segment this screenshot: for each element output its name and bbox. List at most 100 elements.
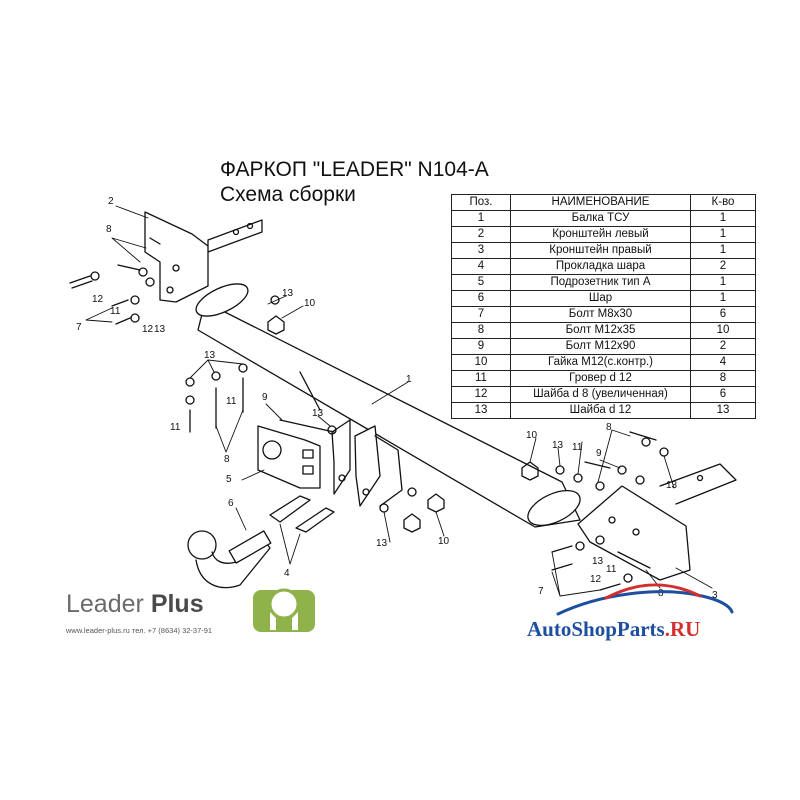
row-quantity: 6: [690, 306, 756, 323]
row-quantity: 13: [690, 402, 756, 419]
row-name: Прокладка шара: [510, 258, 691, 275]
callout-4: 4: [284, 568, 290, 579]
row-name: Болт М12х35: [510, 322, 691, 339]
row-name: Шайба d 8 (увеличенная): [510, 386, 691, 403]
right-bracket: [577, 463, 737, 581]
row-position: 7: [451, 306, 511, 323]
callout-8b: 8: [224, 454, 230, 465]
callout-8c: 8: [606, 422, 612, 433]
mounting-plates: [331, 419, 403, 507]
row-position: 8: [451, 322, 511, 339]
callout-13d: 13: [312, 408, 324, 419]
row-position: 10: [451, 354, 511, 371]
watermark: AutoShopParts.RU: [527, 617, 700, 642]
brand-contact: www.leader-plus.ru тел. +7 (8634) 32-37-…: [66, 626, 213, 635]
brand-first-word: Leader: [66, 590, 144, 618]
row-name: Подрозетник тип А: [510, 274, 691, 291]
row-quantity: 8: [690, 370, 756, 387]
callout-13f: 13: [552, 440, 564, 451]
row-name: Шар: [510, 290, 691, 307]
watermark-car-icon: [556, 583, 734, 616]
row-position: 3: [451, 242, 511, 259]
row-position: 11: [451, 370, 511, 387]
row-name: Кронштейн правый: [510, 242, 691, 259]
callout-11c: 11: [170, 422, 181, 433]
callout-13g: 13: [666, 480, 678, 491]
brand-logo-text: Leader Plus: [66, 590, 204, 618]
callout-9b: 9: [596, 448, 602, 459]
callout-7: 7: [76, 322, 82, 333]
watermark-main: AutoShopParts: [527, 617, 665, 641]
parts-table-header: Поз. НАИМЕНОВАНИЕ К-во: [451, 194, 756, 211]
row-name: Гайка М12(с.контр.): [510, 354, 691, 371]
callout-6: 6: [228, 498, 234, 509]
row-quantity: 6: [690, 386, 756, 403]
ball-spacers: [269, 495, 335, 533]
row-position: 13: [451, 402, 511, 419]
callout-11e: 11: [606, 564, 617, 575]
callout-numbers: 1 2 3 4 5 6 7 7 8 8 8 8 9 9 10 10 10 11 …: [76, 196, 718, 601]
row-name: Балка ТСУ: [510, 210, 691, 227]
callout-12c: 12: [590, 574, 602, 585]
row-quantity: 2: [690, 258, 756, 275]
row-quantity: 1: [690, 274, 756, 291]
brand-second-word: Plus: [150, 590, 204, 618]
row-quantity: 1: [690, 290, 756, 307]
row-name: Болт М8х30: [510, 306, 691, 323]
socket-bracket: [257, 425, 321, 489]
callout-9: 9: [262, 392, 268, 403]
row-quantity: 2: [690, 338, 756, 355]
callout-13b: 13: [154, 324, 166, 335]
callout-10b: 10: [526, 430, 538, 441]
row-quantity: 10: [690, 322, 756, 339]
row-name: Гровер d 12: [510, 370, 691, 387]
tow-beam: [195, 283, 581, 528]
callout-7b: 7: [538, 586, 544, 597]
diagram-subtitle: Схема сборки: [220, 183, 356, 206]
row-position: 12: [451, 386, 511, 403]
tow-ball: [187, 530, 272, 589]
row-position: 2: [451, 226, 511, 243]
row-position: 9: [451, 338, 511, 355]
callout-1: 1: [406, 374, 412, 385]
callout-10c: 10: [438, 536, 450, 547]
row-position: 4: [451, 258, 511, 275]
row-quantity: 1: [690, 226, 756, 243]
callout-3: 3: [712, 590, 718, 601]
leader-lines: [85, 205, 713, 597]
row-quantity: 4: [690, 354, 756, 371]
callout-2: 2: [108, 196, 114, 207]
callout-12b: 12: [142, 324, 154, 335]
callout-11b: 11: [226, 396, 237, 407]
row-position: 5: [451, 274, 511, 291]
callout-11d: 11: [572, 442, 583, 453]
row-quantity: 1: [690, 210, 756, 227]
row-name: Шайба d 12: [510, 402, 691, 419]
row-name: Кронштейн левый: [510, 226, 691, 243]
callout-13e: 13: [376, 538, 388, 549]
diagram-title: ФАРКОП "LEADER" N104-A: [220, 158, 489, 181]
row-name: Болт М12х90: [510, 338, 691, 355]
watermark-suffix: .RU: [664, 617, 701, 641]
callout-10: 10: [304, 298, 316, 309]
column-position: Поз.: [451, 194, 511, 211]
callout-13h: 13: [592, 556, 604, 567]
callout-8: 8: [106, 224, 112, 235]
leader-plus-logo-mark: [253, 588, 315, 632]
row-quantity: 1: [690, 242, 756, 259]
callout-11: 11: [110, 306, 121, 317]
